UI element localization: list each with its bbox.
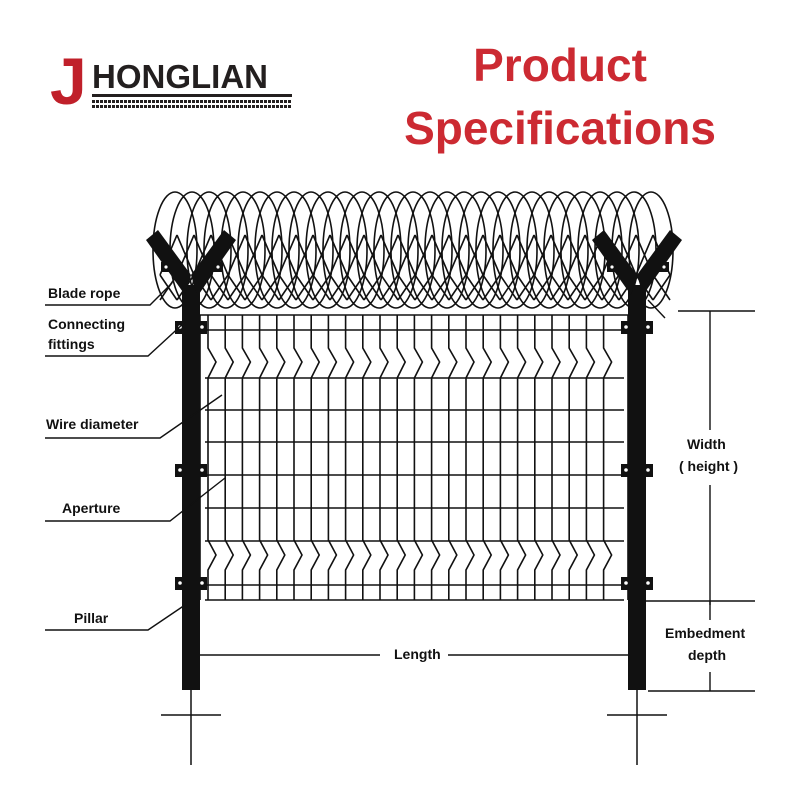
logo-wordmark: HONGLIAN [92,58,268,95]
label-depth: depth [688,647,727,663]
logo-underline [92,94,292,97]
mesh-panel [199,314,629,601]
label-width: Width [687,436,726,452]
fence-pillars [146,230,682,765]
label-height: ( height ) [679,458,739,474]
logo-initial: J [50,44,87,118]
label-aperture: Aperture [62,500,121,516]
label-connecting-fittings-1: Connecting [48,316,125,332]
page-title-line1: Product [473,39,647,91]
brand-logo: J HONGLIAN [50,44,295,118]
label-embedment: Embedment [665,625,746,641]
razor-wire-coil [152,191,674,309]
page-title-line2: Specifications [404,102,716,154]
label-connecting-fittings-2: fittings [48,336,95,352]
label-pillar: Pillar [74,610,109,626]
dimension-lines [200,299,755,692]
leader-lines [45,282,226,631]
label-blade-rope: Blade rope [48,285,121,301]
logo-chain-pattern [92,100,292,108]
label-wire-diameter: Wire diameter [46,416,139,432]
label-length: Length [390,646,445,662]
